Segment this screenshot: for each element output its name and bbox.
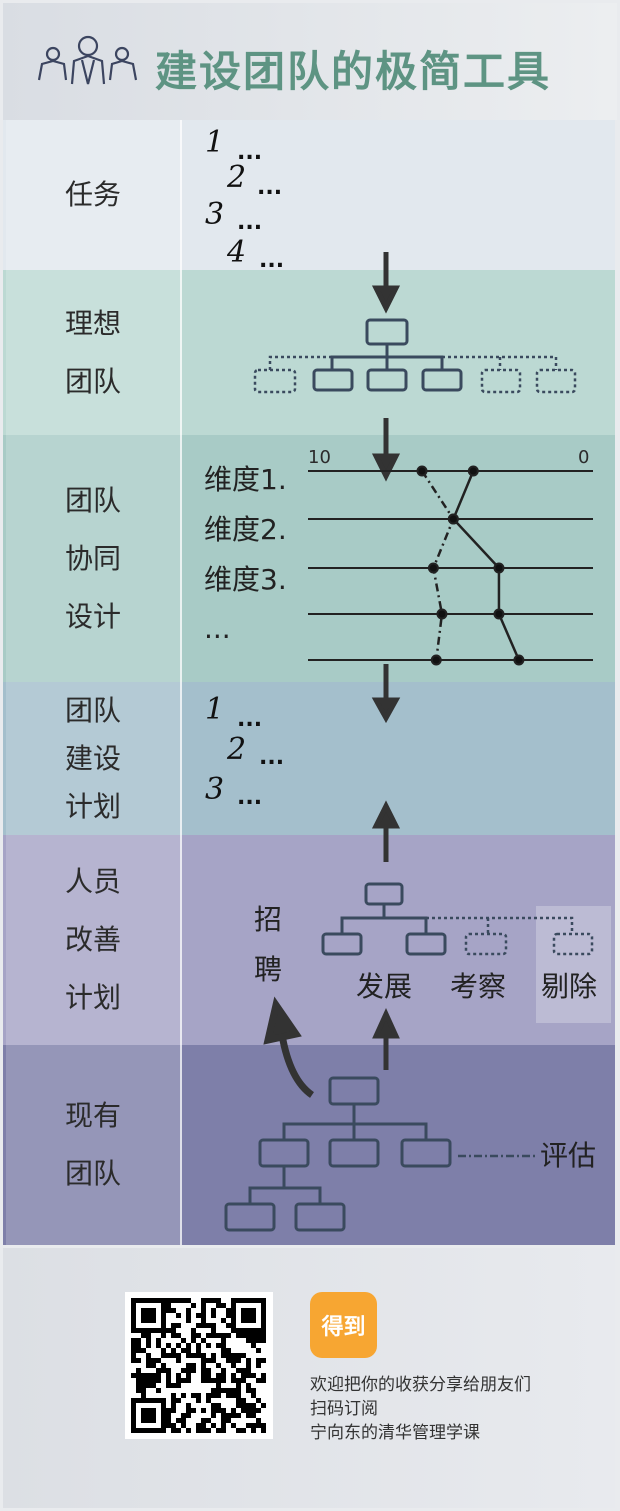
arrow-down-icon [371,252,401,314]
develop-label: 发展 [356,970,413,1003]
dimension-label: ... [204,612,231,645]
recruit-label: 招 [254,903,283,936]
plan-number: 2 [227,732,247,767]
dimension-label: 维度2. [204,513,287,546]
row-team-design: 团队协同设计 [3,435,615,682]
profile-point [493,608,505,620]
profile-b-line [451,470,521,661]
arrow-down-icon [371,664,401,724]
dimension-label: 维度1. [204,463,287,496]
row-build-plan: 团队建设计划 [3,682,615,835]
inspect-label: 考察 [450,970,507,1003]
arrow-up-icon [371,800,401,862]
current-org-chart [224,1076,538,1232]
ellipsis: ... [259,248,285,273]
ideal-org-chart [253,318,577,394]
header [3,3,617,120]
ellipsis: ... [237,210,263,235]
profile-point [427,562,439,574]
recruit-label: 聘 [254,953,283,986]
task-number: 2 [227,160,247,195]
remove-highlight [536,906,611,1023]
ellipsis: ... [257,175,283,200]
footer-course-text: 宁向东的清华管理学课 [310,1423,480,1443]
row-ideal-team: 理想团队 [3,270,615,435]
evaluate-label: 评估 [540,1139,597,1172]
row-current-team: 现有团队 [3,1045,615,1245]
row-label: 团队建设计划 [6,682,182,835]
arrow-up-icon [372,1007,400,1070]
remove-label: 剔除 [541,970,598,1003]
row-label: 理想团队 [6,270,182,435]
ellipsis: ... [259,745,285,770]
qr-code[interactable] [125,1292,273,1439]
ellipsis: ... [237,140,263,165]
dimension-label: 维度3. [204,563,287,596]
dedao-logo: 得到 [310,1292,377,1358]
row-improve-plan: 人员改善计划 [3,835,615,1045]
footer [3,1248,615,1508]
row-tasks: 任务 [3,120,615,270]
plan-number: 3 [205,772,225,807]
scale-max: 10 [308,447,331,468]
task-number: 1 [205,125,225,160]
page-title: 建设团队的极简工具 [155,47,552,96]
scale-min: 0 [578,447,590,468]
row-label: 团队协同设计 [6,435,182,682]
task-number: 3 [205,197,225,232]
profile-point [447,513,459,525]
footer-share-text: 欢迎把你的收获分享给朋友们 [310,1375,531,1395]
team-icon [37,35,138,85]
profile-point [430,654,442,666]
task-number: 4 [227,235,247,270]
footer-subscribe-text: 扫码订阅 [310,1399,378,1419]
row-label: 任务 [6,120,182,270]
arrow-down-icon [371,418,401,482]
profile-point [416,465,428,477]
profile-point [513,654,525,666]
improve-org-chart [321,882,594,956]
ellipsis: ... [237,785,263,810]
profile-point [467,465,479,477]
row-label: 人员改善计划 [6,835,182,1045]
arrow-recruit-icon [263,996,315,1098]
ellipsis: ... [237,707,263,732]
profile-point [436,608,448,620]
qr-code-icon [131,1298,266,1433]
row-label: 现有团队 [6,1045,182,1245]
plan-number: 1 [205,692,225,727]
profile-point [493,562,505,574]
